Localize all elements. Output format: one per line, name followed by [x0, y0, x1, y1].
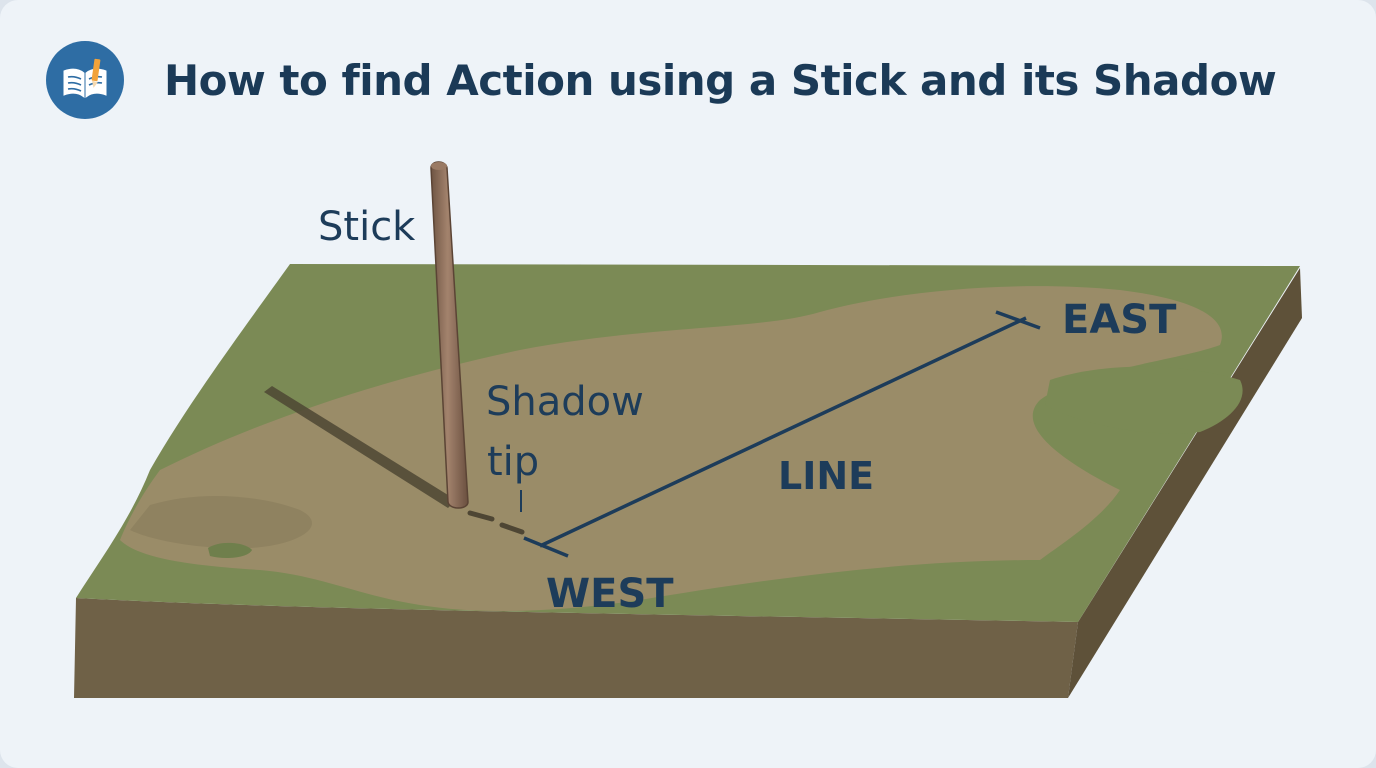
label-stick: Stick	[318, 204, 416, 250]
dirt-patch-main	[120, 286, 1222, 612]
ground-right-face	[1068, 268, 1302, 698]
label-shadow-tip-line2: tip	[487, 439, 539, 485]
label-east: EAST	[1062, 297, 1177, 343]
direction-line	[539, 316, 1027, 548]
ground-front-face	[74, 598, 1078, 698]
label-line: LINE	[778, 454, 874, 498]
header: How to find Action using a Stick and its…	[46, 40, 1277, 120]
grass-patch	[1045, 366, 1243, 434]
shadow-tip-dash-2	[499, 522, 525, 535]
grass-spot	[208, 542, 252, 558]
west-mark	[523, 536, 569, 558]
east-mark	[995, 310, 1041, 330]
dirt-patch-left	[130, 495, 312, 549]
stick-shadow	[264, 386, 456, 508]
book-pencil-icon	[46, 41, 124, 119]
label-shadow-tip-line1: Shadow	[486, 379, 644, 425]
shadow-tip-dash-1	[467, 510, 495, 522]
page-title: How to find Action using a Stick and its…	[164, 55, 1277, 105]
stick-top	[431, 162, 447, 170]
label-west: WEST	[546, 571, 674, 617]
